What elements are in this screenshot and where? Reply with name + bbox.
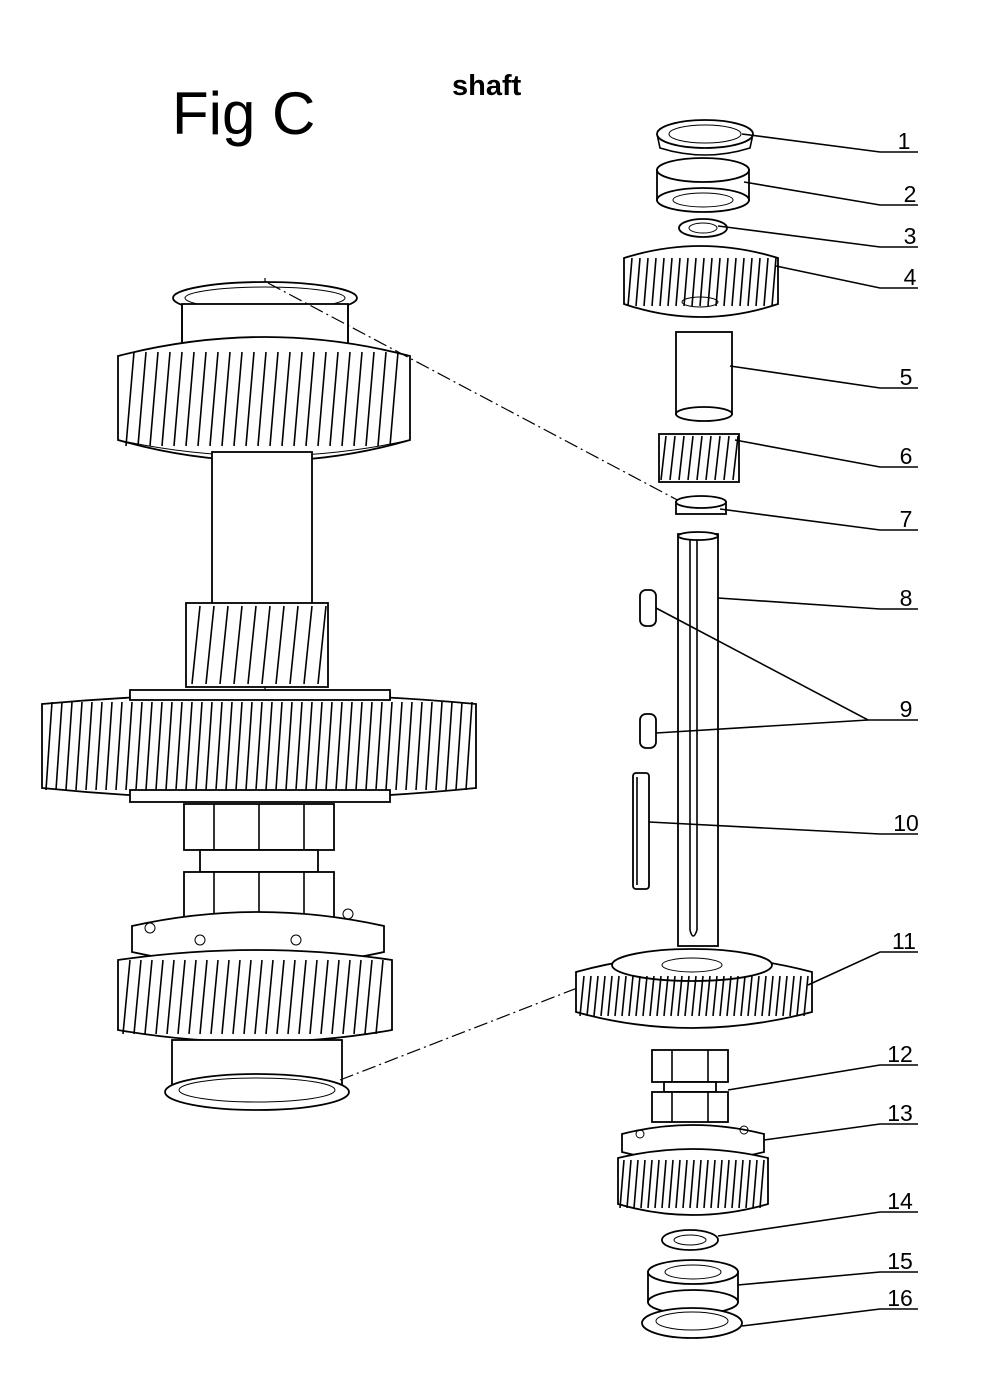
assembly-large-gear xyxy=(41,689,477,803)
assembly-upper-gear xyxy=(117,336,411,462)
callout-number-8: 8 xyxy=(900,585,913,611)
part-15-bearing xyxy=(647,1259,739,1315)
callout-number-11: 11 xyxy=(892,928,916,954)
part-7-spacer-ring xyxy=(675,495,727,515)
part-2-bearing xyxy=(656,157,750,213)
figure-label: Fig C xyxy=(172,80,316,147)
assembly-lower-gear xyxy=(117,949,393,1043)
callout-number-10: 10 xyxy=(893,810,919,836)
leader-to-gear-11 xyxy=(339,984,586,1081)
leader-to-spacer xyxy=(267,282,701,513)
part-4-gear xyxy=(623,245,779,318)
assembly-nuts xyxy=(183,803,335,919)
callout-number-1: 1 xyxy=(898,128,911,154)
part-5-spacer-sleeve xyxy=(675,331,733,422)
callout-leaders xyxy=(648,133,918,1327)
part-13-gear-hub xyxy=(617,1124,769,1216)
part-8-shaft xyxy=(677,531,719,947)
callout-number-7: 7 xyxy=(900,506,913,532)
figure-subtitle: shaft xyxy=(452,70,522,102)
callout-number-13: 13 xyxy=(887,1100,913,1126)
callout-number-6: 6 xyxy=(900,443,913,469)
callout-number-16: 16 xyxy=(887,1285,913,1311)
callout-number-9: 9 xyxy=(900,696,913,722)
callout-number-14: 14 xyxy=(887,1188,913,1214)
part-3-washer xyxy=(678,218,728,238)
part-12-nuts xyxy=(651,1049,729,1123)
callout-number-5: 5 xyxy=(900,364,913,390)
callout-number-15: 15 xyxy=(887,1248,913,1274)
assembly-pinion xyxy=(185,602,329,688)
callout-numbers: 1 2 3 4 5 6 7 8 9 10 11 12 13 14 15 16 xyxy=(887,128,919,1311)
part-16-bearing-cover xyxy=(641,1307,743,1339)
part-9-keys xyxy=(639,589,657,749)
callout-number-2: 2 xyxy=(904,181,917,207)
part-6-pinion xyxy=(658,433,740,483)
part-11-gear xyxy=(575,948,813,1029)
part-10-long-key xyxy=(632,772,650,890)
assembly-top-cap xyxy=(172,281,358,345)
assembly-shaft-section xyxy=(211,451,313,613)
part-1-bearing-cover xyxy=(656,119,754,156)
callout-number-12: 12 xyxy=(887,1041,913,1067)
assembly-bottom-bearing xyxy=(164,1039,350,1111)
part-14-washer xyxy=(661,1229,719,1251)
assembled-shaft-view xyxy=(41,278,701,1112)
callout-number-3: 3 xyxy=(904,223,917,249)
exploded-parts-view: 1 2 3 4 5 6 7 8 9 10 11 12 13 14 15 16 xyxy=(575,119,919,1339)
callout-number-4: 4 xyxy=(904,264,917,290)
